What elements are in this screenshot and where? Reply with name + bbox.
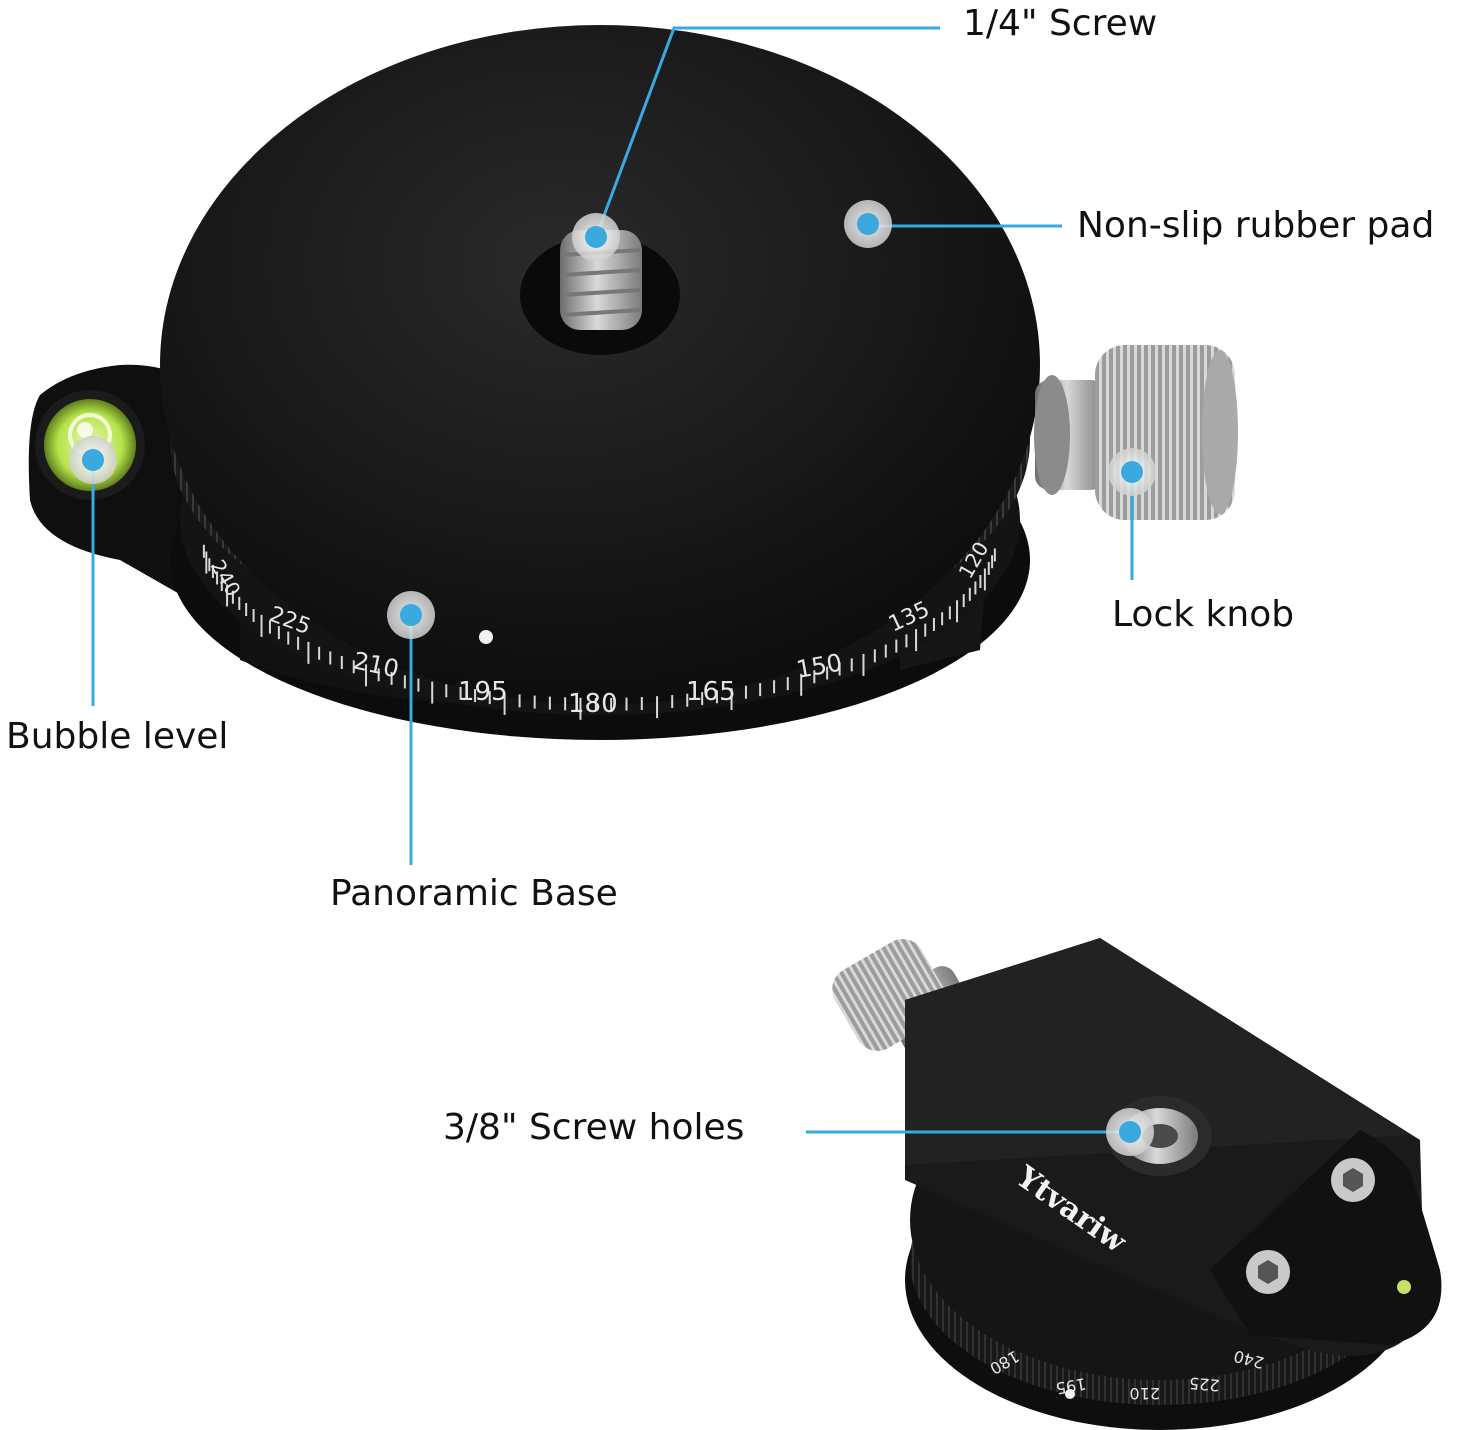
label-bubble-level: Bubble level — [6, 716, 229, 757]
circle-dot-icon — [844, 200, 892, 248]
top-face — [160, 25, 1040, 705]
callout-line-screw — [594, 26, 940, 238]
label-quarter-screw: 1/4" Screw — [963, 3, 1158, 44]
hex-bolt — [1331, 1158, 1375, 1202]
circle-dot-icon — [1108, 448, 1156, 496]
degree-ticks — [202, 544, 996, 720]
circle-dot-icon — [572, 213, 620, 261]
circle-dot-icon — [1106, 1108, 1154, 1156]
scale-num: 210 — [1129, 1384, 1160, 1403]
small-index-dot — [1065, 1389, 1075, 1399]
label-panoramic-base: Panoramic Base — [330, 873, 618, 914]
callout-dots — [69, 200, 1156, 1156]
index-dot — [479, 630, 493, 644]
hex-bolt — [1246, 1250, 1290, 1294]
label-screw-holes: 3/8" Screw holes — [443, 1107, 745, 1148]
small-bubble — [1397, 1280, 1411, 1294]
main-base: 240 225 210 195 180 165 150 135 120 — [28, 25, 1238, 740]
circle-dot-icon — [69, 436, 117, 484]
scale-num: 165 — [686, 677, 736, 707]
label-rubber-pad: Non-slip rubber pad — [1077, 205, 1435, 246]
circle-dot-icon — [387, 591, 435, 639]
scale-num: 225 — [1188, 1373, 1220, 1395]
callout-lines — [91, 26, 1134, 1134]
scale-num: 195 — [458, 677, 508, 707]
label-lock-knob: Lock knob — [1112, 594, 1295, 635]
scale-num: 180 — [568, 689, 618, 719]
small-base: 240 225 210 195 180 — [832, 938, 1442, 1430]
